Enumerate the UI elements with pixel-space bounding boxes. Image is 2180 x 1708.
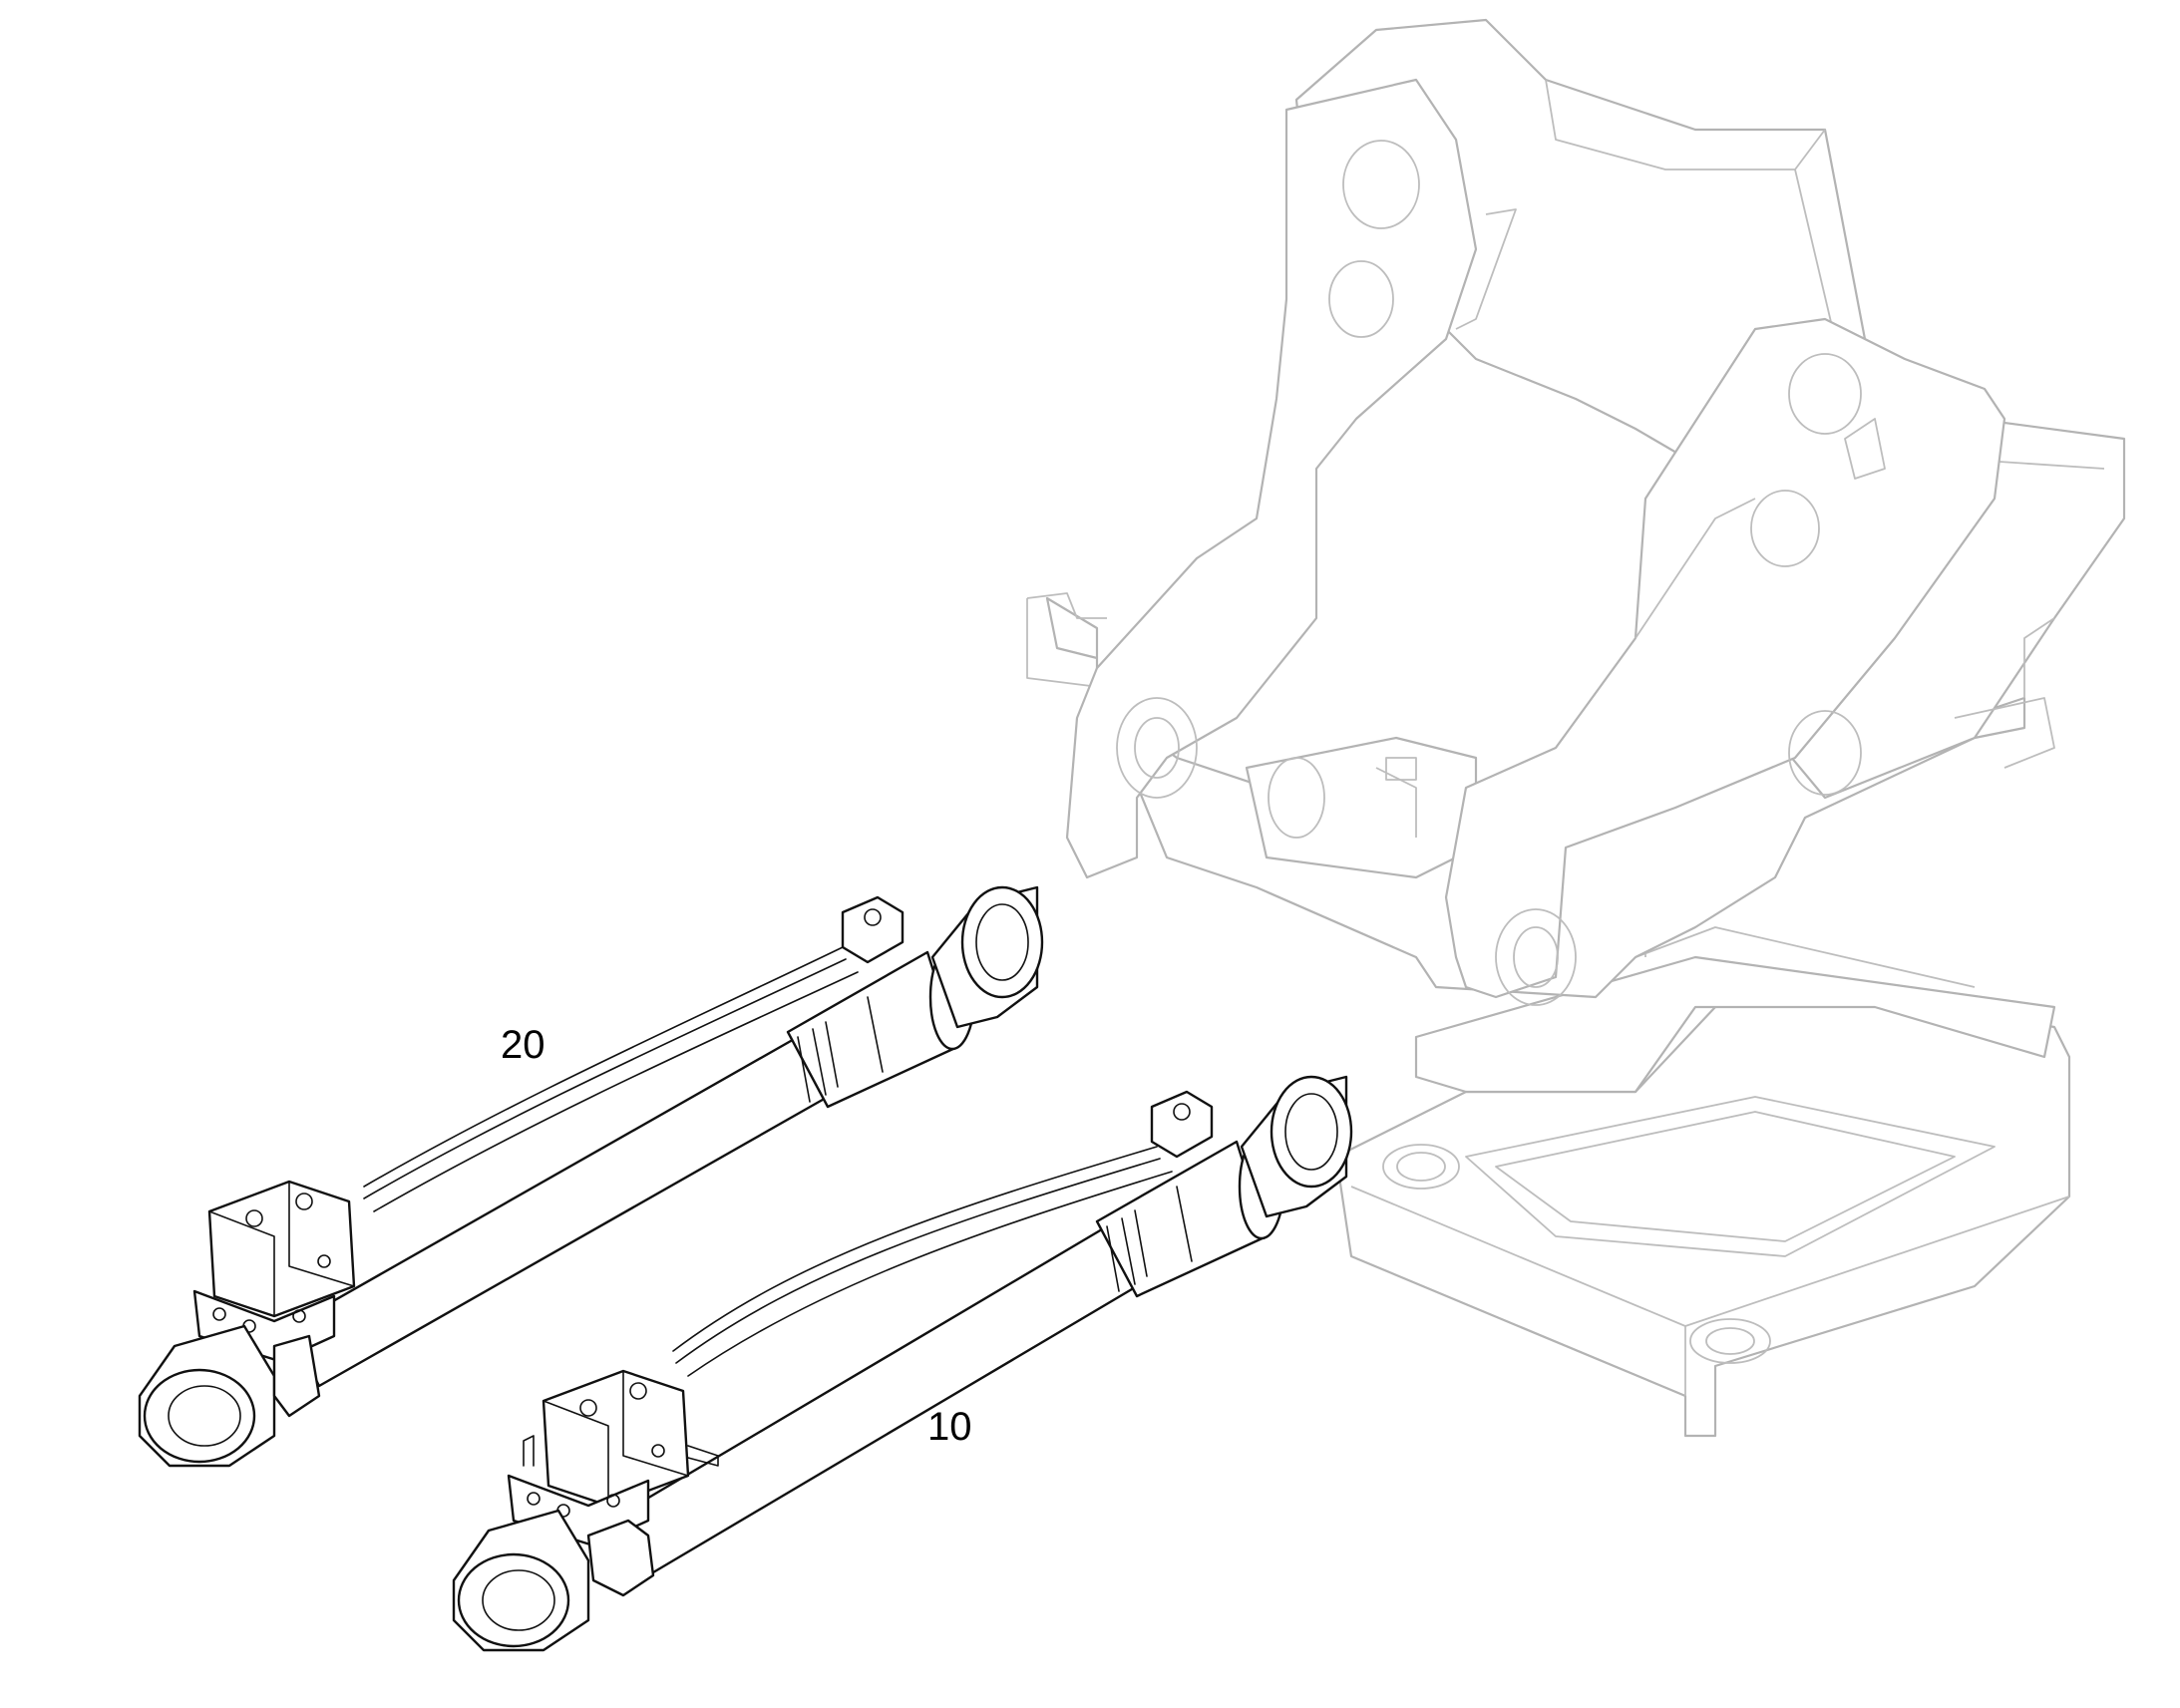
hydraulic-cylinder-20	[138, 885, 1044, 1468]
right-side-plate	[1444, 317, 2006, 999]
rod-fitting	[841, 895, 905, 964]
hose-b	[363, 958, 847, 1199]
callout-10: 10	[927, 1405, 972, 1449]
cylinder-barrel	[616, 1224, 1139, 1577]
rod-fitting	[1150, 1090, 1214, 1159]
hose-d	[675, 1158, 1161, 1364]
cross-tube	[1245, 736, 1478, 879]
hose-c	[672, 1146, 1158, 1352]
machine-frame	[1026, 18, 2126, 1438]
hose-a	[363, 946, 844, 1188]
callout-20: 20	[501, 1023, 545, 1067]
valve-block	[542, 1369, 690, 1508]
middle-deck	[1414, 955, 2056, 1094]
cylinder-barrel	[287, 1035, 830, 1388]
left-side-plate	[1065, 78, 1478, 879]
hydraulic-cylinder-10	[452, 1075, 1353, 1652]
